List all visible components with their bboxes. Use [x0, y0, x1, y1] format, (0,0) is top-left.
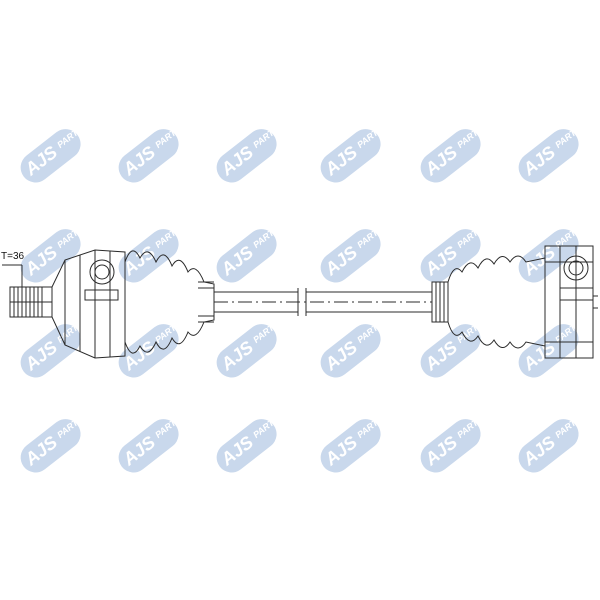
right-boot-clamp	[431, 281, 449, 323]
left-cv-joint	[51, 249, 126, 359]
left-spline-stub	[9, 286, 53, 318]
main-shaft	[214, 288, 432, 316]
right-boot	[447, 255, 546, 349]
thread-count-label: T=36	[1, 251, 25, 262]
left-boot	[124, 250, 215, 354]
right-cv-joint	[544, 245, 598, 359]
